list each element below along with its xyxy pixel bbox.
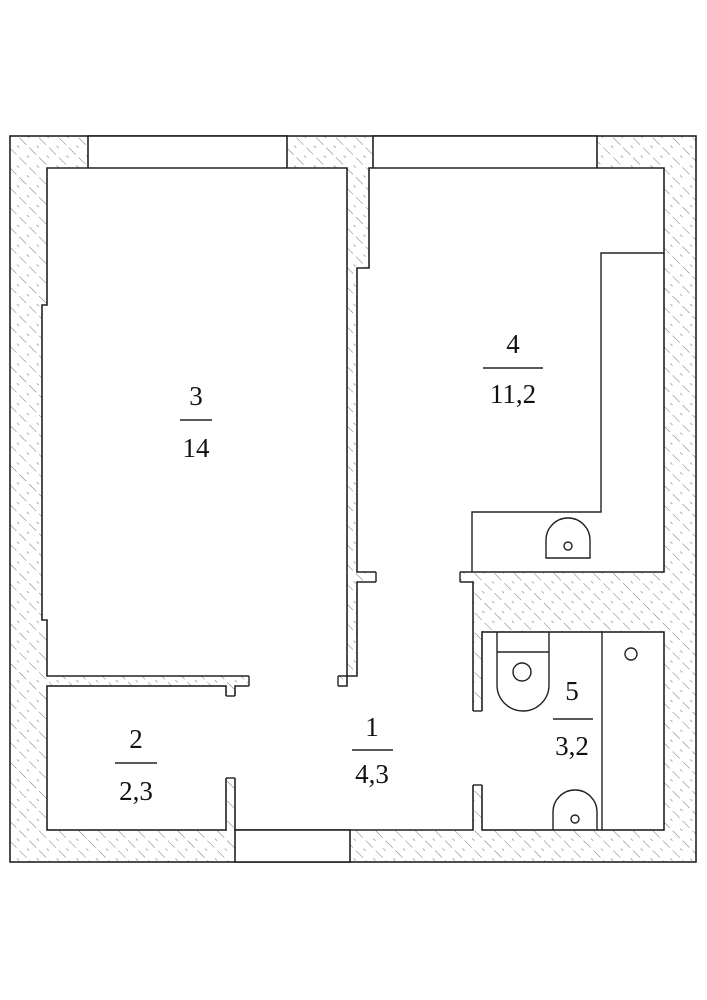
toilet-icon (496, 632, 550, 712)
room-area: 4,3 (355, 759, 389, 789)
room-number: 2 (129, 724, 143, 754)
room-label-3: 3 14 (180, 381, 212, 463)
kitchen-counter (471, 252, 664, 572)
doorway-4-1 (376, 571, 460, 583)
room-area: 3,2 (555, 731, 589, 761)
room-label-2: 2 2,3 (115, 724, 157, 806)
room-number: 1 (365, 712, 379, 742)
room-1 (234, 581, 474, 831)
kitchen-sink-icon (545, 517, 591, 559)
bathroom-sink-drain-icon (570, 814, 580, 824)
room-area: 11,2 (490, 379, 536, 409)
room-label-4: 4 11,2 (483, 329, 543, 409)
room-4 (356, 167, 665, 573)
room-area: 14 (183, 433, 211, 463)
room-label-5: 5 3,2 (553, 676, 593, 761)
window-room-4 (372, 135, 598, 170)
shower-drain-icon (624, 647, 638, 661)
room-2 (46, 685, 227, 831)
toilet-bowl-icon (512, 662, 532, 682)
entrance-doorway (234, 829, 351, 863)
bathroom-sink-icon (552, 789, 598, 830)
room-number: 4 (506, 329, 520, 359)
room-number: 3 (189, 381, 203, 411)
doorway-2-1 (225, 696, 236, 778)
doorway-1-5 (472, 711, 483, 785)
kitchen-drain-icon (563, 541, 573, 551)
room-number: 5 (565, 676, 579, 706)
room-label-1: 1 4,3 (352, 712, 393, 789)
doorway-3-1 (249, 675, 338, 687)
room-area: 2,3 (119, 776, 153, 806)
room-3 (41, 167, 348, 677)
room-5 (481, 631, 665, 831)
window-room-3 (87, 135, 288, 170)
